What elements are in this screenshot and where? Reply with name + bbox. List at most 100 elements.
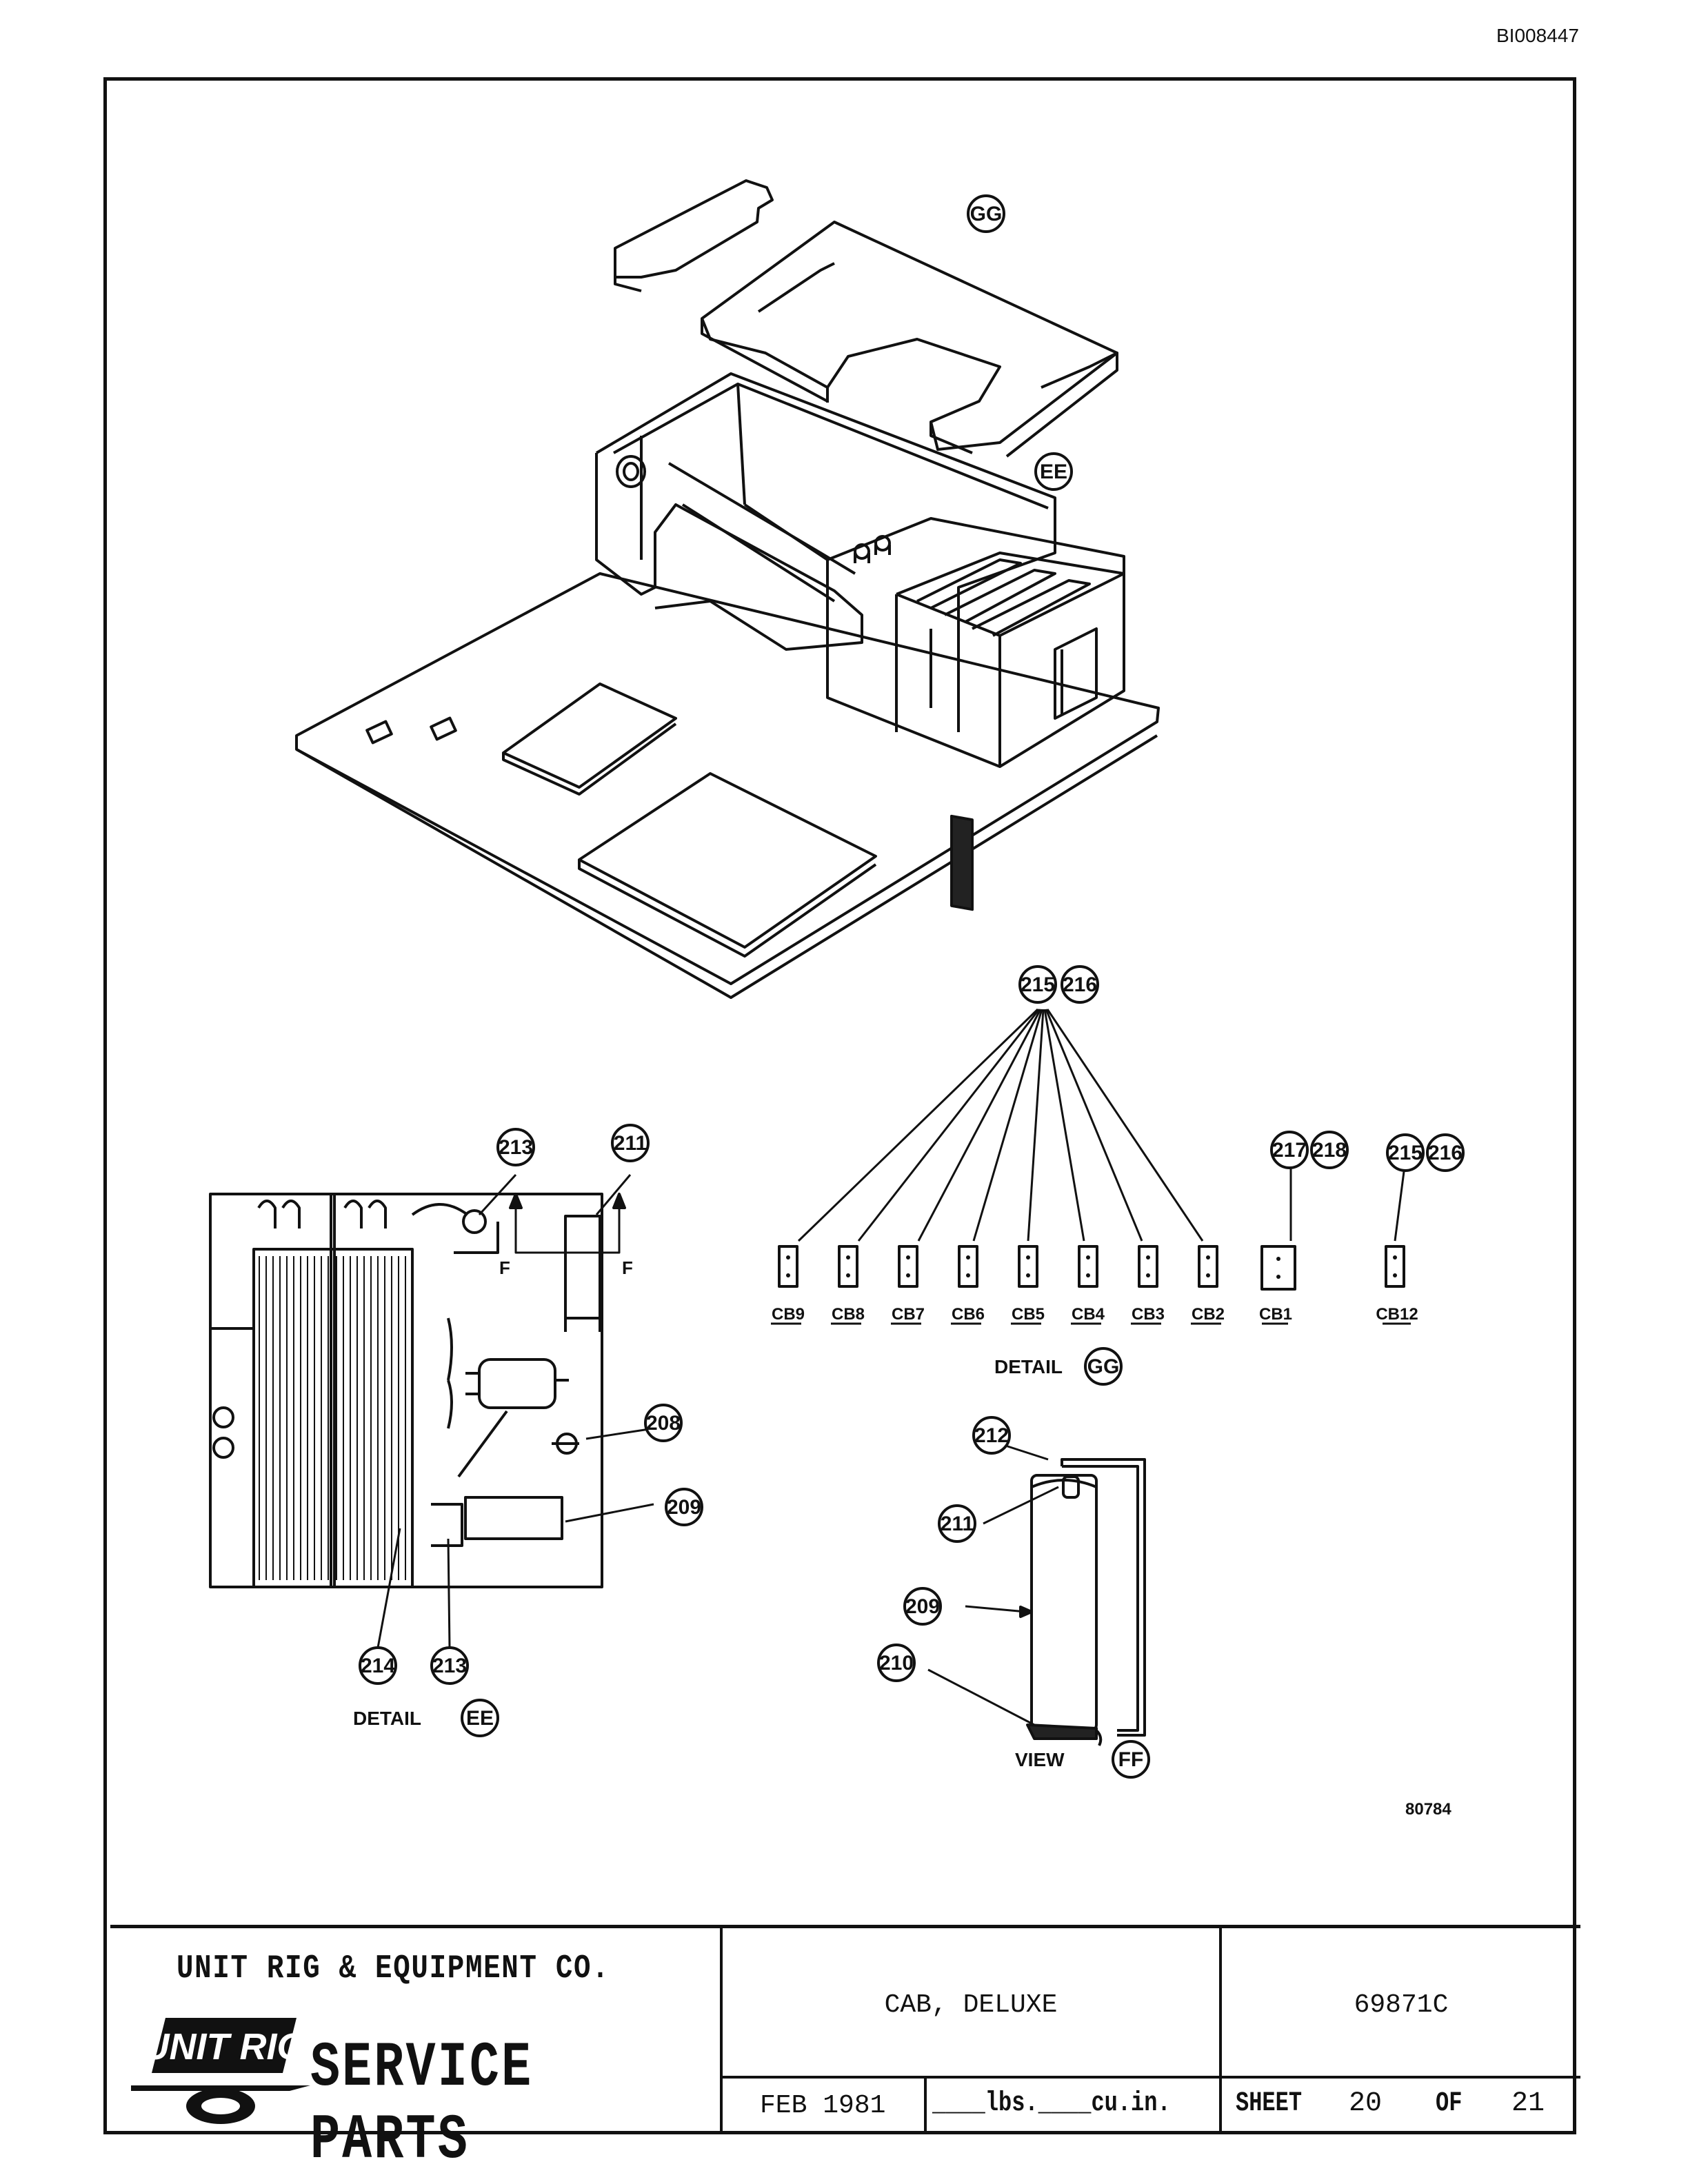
drawing-title: CAB, DELUXE — [884, 1990, 1058, 2020]
logo-text: UNIT RIG — [143, 2026, 306, 2067]
company-name: UNIT RIG & EQUIPMENT CO. — [177, 1950, 610, 1988]
callout-211b-text: 211 — [941, 1513, 974, 1535]
sheet-label: SHEET — [1236, 2088, 1303, 2119]
callout-215b-text: 215 — [1388, 1142, 1423, 1164]
weight-cell: ____lbs.____cu.in. — [927, 2079, 1222, 2133]
callout-211a — [611, 1124, 650, 1162]
cb2-breaker — [1198, 1245, 1218, 1288]
detail-gg-label: DETAIL — [994, 1356, 1063, 1377]
view-ff-label: VIEW — [1015, 1749, 1065, 1770]
part-number-cell: 69871C — [1222, 1928, 1580, 2079]
cb8-breaker — [838, 1245, 858, 1288]
callout-216a-text: 216 — [1063, 973, 1097, 996]
detail-gg-breakers — [771, 1008, 1411, 1325]
callout-215b — [1386, 1133, 1425, 1172]
callout-gg-text: GG — [970, 203, 1003, 225]
callout-gg-detail-text: GG — [1087, 1355, 1120, 1378]
cb-label: CB6 — [952, 1305, 985, 1324]
callout-218-text: 218 — [1312, 1139, 1347, 1162]
cb-label: CB2 — [1192, 1305, 1225, 1324]
title-block: UNIT RIG & EQUIPMENT CO. UNIT RIG SERVIC… — [110, 1925, 1580, 2176]
cb-label: CB8 — [832, 1305, 865, 1324]
callout-216a — [1061, 965, 1099, 1004]
callout-213a-text: 213 — [499, 1136, 533, 1159]
cb5-breaker — [1018, 1245, 1038, 1288]
callout-215a-text: 215 — [1021, 973, 1055, 996]
callout-215a — [1018, 965, 1057, 1004]
sheet-cell: SHEET 20 OF 21 — [1222, 2079, 1580, 2133]
callout-gg — [967, 194, 1005, 233]
of-label: OF — [1436, 2088, 1463, 2119]
callout-214 — [359, 1646, 397, 1685]
callout-210 — [877, 1644, 916, 1682]
cb-bracket-group — [778, 1245, 1405, 1291]
cb-label: CB4 — [1072, 1305, 1105, 1324]
callout-208 — [644, 1404, 683, 1442]
callout-209a-text: 209 — [667, 1496, 701, 1519]
callout-213a — [496, 1128, 535, 1166]
cb3-breaker — [1138, 1245, 1158, 1288]
callout-ff — [1112, 1740, 1150, 1779]
callout-ee-detail-text: EE — [466, 1707, 494, 1730]
callout-216b-text: 216 — [1428, 1142, 1463, 1164]
callout-ee-main — [1034, 452, 1073, 491]
callout-214-text: 214 — [361, 1655, 395, 1677]
cb-label: CB1 — [1259, 1305, 1292, 1324]
drawing-number: 80784 — [1405, 1800, 1451, 1819]
callout-210-text: 210 — [879, 1652, 914, 1675]
sheet-total: 21 — [1511, 2088, 1545, 2119]
cab-body — [595, 372, 1056, 732]
callout-209b — [903, 1587, 942, 1626]
callout-217 — [1270, 1131, 1309, 1169]
heater-core-fins — [259, 1256, 406, 1580]
heater-ac-unit — [826, 517, 1125, 911]
title-cell: CAB, DELUXE — [723, 1928, 1222, 2079]
cb-label: CB9 — [772, 1305, 805, 1324]
callout-213b-text: 213 — [432, 1655, 467, 1677]
view-ff-bracket — [927, 1434, 1146, 1746]
company-cell: UNIT RIG & EQUIPMENT CO. UNIT RIG SERVIC… — [110, 1928, 723, 2176]
parts-drawing: GG EE 215 216 217 218 215 216 213 211 20… — [209, 179, 1465, 1819]
floor-plate — [295, 572, 1160, 999]
callout-209b-text: 209 — [905, 1595, 940, 1618]
part-number: 69871C — [1354, 1990, 1449, 2020]
leader-lines-215 — [797, 1008, 1407, 1242]
cb4-breaker — [1078, 1245, 1098, 1288]
sheet-number: 20 — [1349, 2088, 1383, 2119]
callout-217-text: 217 — [1272, 1139, 1307, 1162]
cb1-breaker — [1260, 1245, 1296, 1291]
cb9-breaker — [778, 1245, 798, 1288]
cb-label: CB7 — [892, 1305, 925, 1324]
cb6-breaker — [958, 1245, 978, 1288]
document-id: BI008447 — [1496, 25, 1579, 46]
callout-211a-text: 211 — [614, 1132, 647, 1155]
drawing-frame — [103, 77, 1576, 2134]
section-mark-f-right: F — [622, 1257, 633, 1278]
unit-rig-logo: UNIT RIG — [131, 2018, 310, 2124]
detail-ee-heater — [209, 1173, 654, 1648]
section-mark-f-left: F — [499, 1257, 510, 1278]
roof-trim-piece — [614, 179, 774, 292]
callout-211b — [938, 1504, 976, 1543]
callout-218 — [1310, 1131, 1349, 1169]
date-cell: FEB 1981 — [723, 2079, 927, 2133]
callout-ee-main-text: EE — [1040, 461, 1067, 483]
detail-ee-label: DETAIL — [353, 1708, 421, 1729]
callout-216b — [1426, 1133, 1465, 1172]
cb7-breaker — [898, 1245, 918, 1288]
callout-212 — [972, 1416, 1011, 1455]
callout-209a — [665, 1488, 703, 1526]
callout-gg-detail — [1084, 1347, 1123, 1386]
callout-213b — [430, 1646, 469, 1685]
cb-label: CB3 — [1132, 1305, 1165, 1324]
cb-label: CB5 — [1012, 1305, 1045, 1324]
callout-208-text: 208 — [646, 1412, 681, 1435]
service-parts-heading: SERVICE PARTS — [310, 2032, 534, 2176]
roof-panel — [701, 221, 1118, 458]
callout-ee-detail — [461, 1699, 499, 1737]
cb12-breaker — [1385, 1245, 1405, 1288]
callout-212-text: 212 — [974, 1424, 1009, 1447]
cb-label: CB12 — [1376, 1305, 1418, 1324]
callout-ff-text: FF — [1118, 1748, 1144, 1771]
weight-volume: ____lbs.____cu.in. — [932, 2088, 1171, 2119]
